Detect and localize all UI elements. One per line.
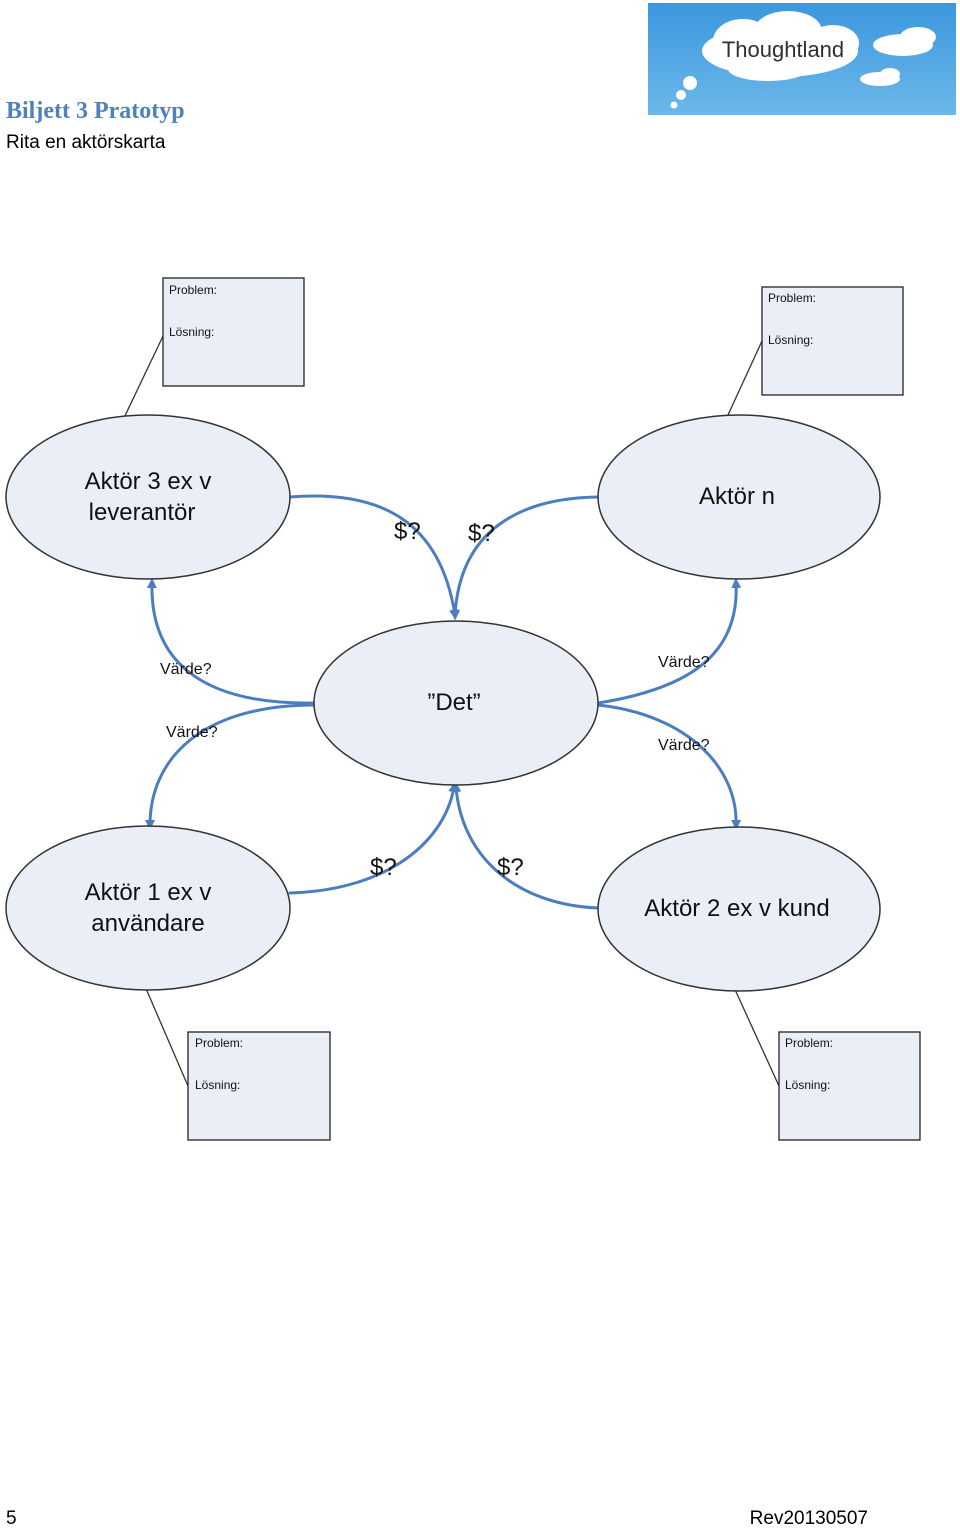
solution-label: Lösning: xyxy=(169,325,214,339)
actor1-label-line2: användare xyxy=(91,910,204,937)
money-label: $? xyxy=(497,854,524,881)
thoughtland-logo: Thoughtland xyxy=(648,3,956,115)
actorn-label: Aktör n xyxy=(699,483,775,510)
page-title: Biljett 3 Pratotyp xyxy=(6,98,185,124)
arrow-det-to-actor1 xyxy=(145,703,317,830)
page-subtitle: Rita en aktörskarta xyxy=(6,132,166,153)
actor2-label: Aktör 2 ex v kund xyxy=(644,895,829,922)
money-label: $? xyxy=(394,518,421,545)
actor3-label-line2: leverantör xyxy=(89,499,196,526)
problem-label: Problem: xyxy=(768,291,816,305)
revision-label: Rev20130507 xyxy=(749,1508,868,1529)
money-label: $? xyxy=(370,854,397,881)
arrow-actor2-to-det xyxy=(451,782,600,910)
problem-label: Problem: xyxy=(169,283,217,297)
arrow-det-to-actor2 xyxy=(596,703,742,830)
value-label: Värde? xyxy=(658,737,710,754)
actorn-node xyxy=(597,414,881,580)
det-label: ”Det” xyxy=(427,689,480,716)
actor-map-diagram: Aktör 3 ex v leverantör Aktör n ”Det” Ak… xyxy=(5,277,921,1141)
solution-label: Lösning: xyxy=(195,1078,240,1092)
page-number: 5 xyxy=(6,1508,17,1529)
value-label: Värde? xyxy=(658,654,710,671)
note-box-actorn xyxy=(761,286,904,396)
value-label: Värde? xyxy=(160,661,212,678)
problem-label: Problem: xyxy=(195,1036,243,1050)
note-box-actor1 xyxy=(187,1031,331,1141)
arrow-det-to-actor3 xyxy=(146,578,317,705)
arrow-det-to-actorn xyxy=(596,578,742,705)
arrow-actor1-to-det xyxy=(288,782,459,895)
problem-label: Problem: xyxy=(785,1036,833,1050)
actor2-node xyxy=(597,826,881,992)
actor1-node xyxy=(5,825,291,991)
money-label: $? xyxy=(468,520,495,547)
value-label: Värde? xyxy=(166,724,218,741)
solution-label: Lösning: xyxy=(768,333,813,347)
note-box-actor2 xyxy=(778,1031,921,1141)
arrow-actorn-to-det xyxy=(450,495,600,620)
arrow-actor3-to-det xyxy=(288,494,460,620)
solution-label: Lösning: xyxy=(785,1078,830,1092)
actor3-label-line1: Aktör 3 ex v xyxy=(85,468,212,495)
logo-text: Thoughtland xyxy=(722,37,844,62)
actor3-node xyxy=(5,414,291,580)
det-node xyxy=(313,620,599,786)
note-box-actor3 xyxy=(162,277,305,387)
actor1-label-line1: Aktör 1 ex v xyxy=(85,879,212,906)
